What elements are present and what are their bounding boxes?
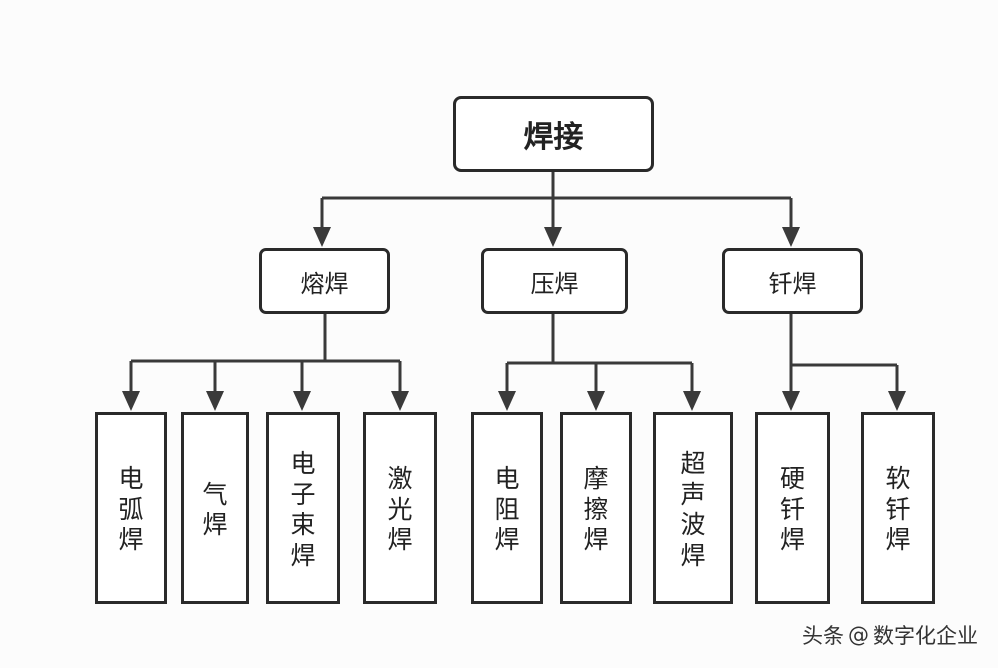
arrowhead-leaf-1-0 — [498, 391, 516, 411]
leaf-node-friction-welding: 摩 擦 焊 — [560, 412, 632, 604]
arrowhead-leaf-0-3 — [391, 391, 409, 411]
category-node-pressure: 压焊 — [481, 248, 628, 314]
arrowhead-leaf-1-1 — [587, 391, 605, 411]
leaf-node-ultrasonic-welding: 超 声 波 焊 — [653, 412, 733, 604]
leaf-node-arc-welding: 电 弧 焊 — [95, 412, 167, 604]
category-node-fusion: 熔焊 — [259, 248, 390, 314]
leaf-node-electron-beam-welding: 电 子 束 焊 — [266, 412, 340, 604]
arrowhead-leaf-2-1 — [888, 391, 906, 411]
arrowhead-leaf-1-2 — [683, 391, 701, 411]
leaf-node-laser-welding: 激 光 焊 — [363, 412, 437, 604]
at-icon: @ — [848, 623, 869, 647]
arrowhead-leaf-2-0 — [782, 391, 800, 411]
leaf-node-hard-brazing: 硬 钎 焊 — [755, 412, 830, 604]
leaf-node-gas-welding: 气 焊 — [181, 412, 249, 604]
watermark-handle: 数字化企业 — [873, 624, 978, 648]
arrowhead-category-2 — [782, 227, 800, 247]
watermark-prefix: 头条 — [802, 624, 844, 648]
watermark: 头条 @ 数字化企业 — [802, 620, 978, 650]
arrowhead-leaf-0-2 — [293, 391, 311, 411]
arrowhead-leaf-0-1 — [206, 391, 224, 411]
arrowhead-category-0 — [313, 227, 331, 247]
arrowhead-leaf-0-0 — [122, 391, 140, 411]
arrowhead-category-1 — [544, 227, 562, 247]
leaf-node-resistance-welding: 电 阻 焊 — [471, 412, 543, 604]
root-node: 焊接 — [453, 96, 654, 172]
leaf-node-soft-soldering: 软 钎 焊 — [861, 412, 935, 604]
category-node-brazing: 钎焊 — [722, 248, 863, 314]
